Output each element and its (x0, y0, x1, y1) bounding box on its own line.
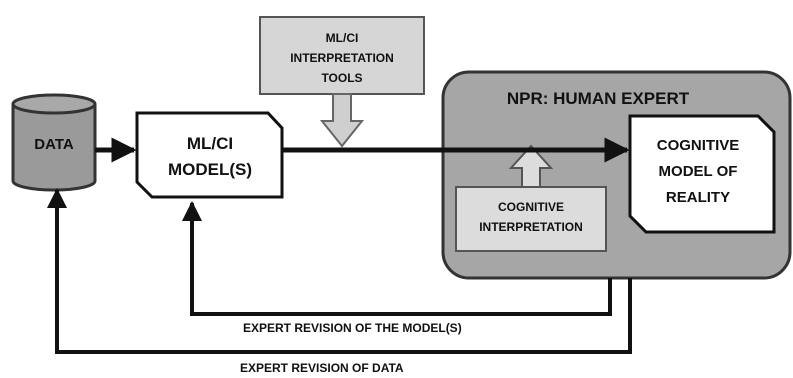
cognitive-model-box: COGNITIVE MODEL OF REALITY (628, 114, 776, 234)
interpretation-tools-box: ML/CI INTERPRETATION TOOLS (259, 16, 425, 95)
interpretation-hollow-arrow (508, 144, 554, 188)
model-label-line-2: MODEL(S) (168, 160, 252, 179)
ml-ci-model-box: ML/CI MODEL(S) (135, 111, 284, 199)
revision-data-label: EXPERT REVISION OF DATA (240, 361, 404, 375)
npr-title: NPR: HUMAN EXPERT (507, 89, 690, 108)
cognitive-interpretation-box: COGNITIVE INTERPRETATION (455, 186, 607, 252)
tools-label-line-2: INTERPRETATION (290, 51, 394, 65)
revision-data-feedback-arrow (47, 188, 632, 354)
cog-interp-line-1: COGNITIVE (498, 200, 564, 214)
tools-label-line-3: TOOLS (321, 71, 362, 85)
tools-label-line-1: ML/CI (326, 31, 359, 45)
data-label: DATA (34, 136, 74, 153)
cog-model-line-1: COGNITIVE (657, 137, 740, 154)
model-label-line-1: ML/CI (187, 134, 233, 153)
tools-hollow-arrow (319, 93, 365, 148)
revision-model-label: EXPERT REVISION OF THE MODEL(S) (243, 321, 462, 335)
cog-model-line-3: REALITY (666, 189, 730, 206)
revision-model-feedback-arrow (182, 201, 612, 316)
cog-model-line-2: MODEL OF (659, 163, 738, 180)
cog-interp-line-2: INTERPRETATION (479, 220, 583, 234)
data-cylinder: DATA (11, 93, 97, 192)
